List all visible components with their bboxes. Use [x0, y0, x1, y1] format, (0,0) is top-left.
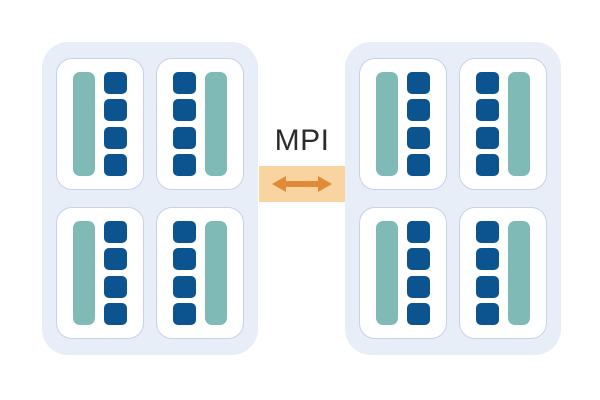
mpi-label: MPI: [274, 124, 330, 157]
core: [476, 248, 499, 271]
core: [173, 153, 196, 176]
socket-left-2: [156, 58, 244, 190]
core-column: [407, 72, 430, 176]
core: [104, 275, 127, 298]
core: [173, 248, 196, 271]
core: [407, 126, 430, 149]
core: [104, 72, 127, 94]
socket-left-3: [56, 207, 144, 339]
core: [407, 248, 430, 271]
memory-bar: [376, 72, 398, 176]
core: [104, 248, 127, 271]
core: [173, 302, 196, 325]
core: [407, 99, 430, 122]
core: [173, 99, 196, 122]
mpi-link: MPI: [259, 126, 345, 216]
core-column: [173, 221, 196, 325]
memory-bar: [376, 221, 398, 325]
core-column: [407, 221, 430, 325]
core: [476, 302, 499, 325]
core: [173, 126, 196, 149]
memory-bar: [508, 72, 530, 176]
mpi-arrow-box: [259, 166, 345, 202]
core: [407, 275, 430, 298]
core: [476, 221, 499, 243]
core: [407, 153, 430, 176]
double-headed-horizontal-arrow-icon: [270, 173, 334, 195]
core-column: [104, 221, 127, 325]
socket-right-2: [459, 58, 547, 190]
core: [104, 153, 127, 176]
core: [476, 153, 499, 176]
core: [476, 126, 499, 149]
core-column: [476, 72, 499, 176]
memory-bar: [73, 221, 95, 325]
socket-right-3: [359, 207, 447, 339]
socket-left-1: [56, 58, 144, 190]
socket-right-1: [359, 58, 447, 190]
memory-bar: [73, 72, 95, 176]
core-column: [476, 221, 499, 325]
socket-right-4: [459, 207, 547, 339]
memory-bar: [205, 221, 227, 325]
memory-bar: [508, 221, 530, 325]
compute-node-right: [345, 42, 561, 355]
core: [173, 72, 196, 94]
core-column: [104, 72, 127, 176]
core: [407, 72, 430, 94]
socket-left-4: [156, 207, 244, 339]
core: [476, 72, 499, 94]
core: [104, 126, 127, 149]
core: [476, 275, 499, 298]
core: [104, 99, 127, 122]
core: [407, 302, 430, 325]
core: [407, 221, 430, 243]
core: [104, 221, 127, 243]
core: [173, 221, 196, 243]
memory-bar: [205, 72, 227, 176]
core-column: [173, 72, 196, 176]
compute-node-left: [42, 42, 258, 355]
core: [104, 302, 127, 325]
core: [476, 99, 499, 122]
core: [173, 275, 196, 298]
